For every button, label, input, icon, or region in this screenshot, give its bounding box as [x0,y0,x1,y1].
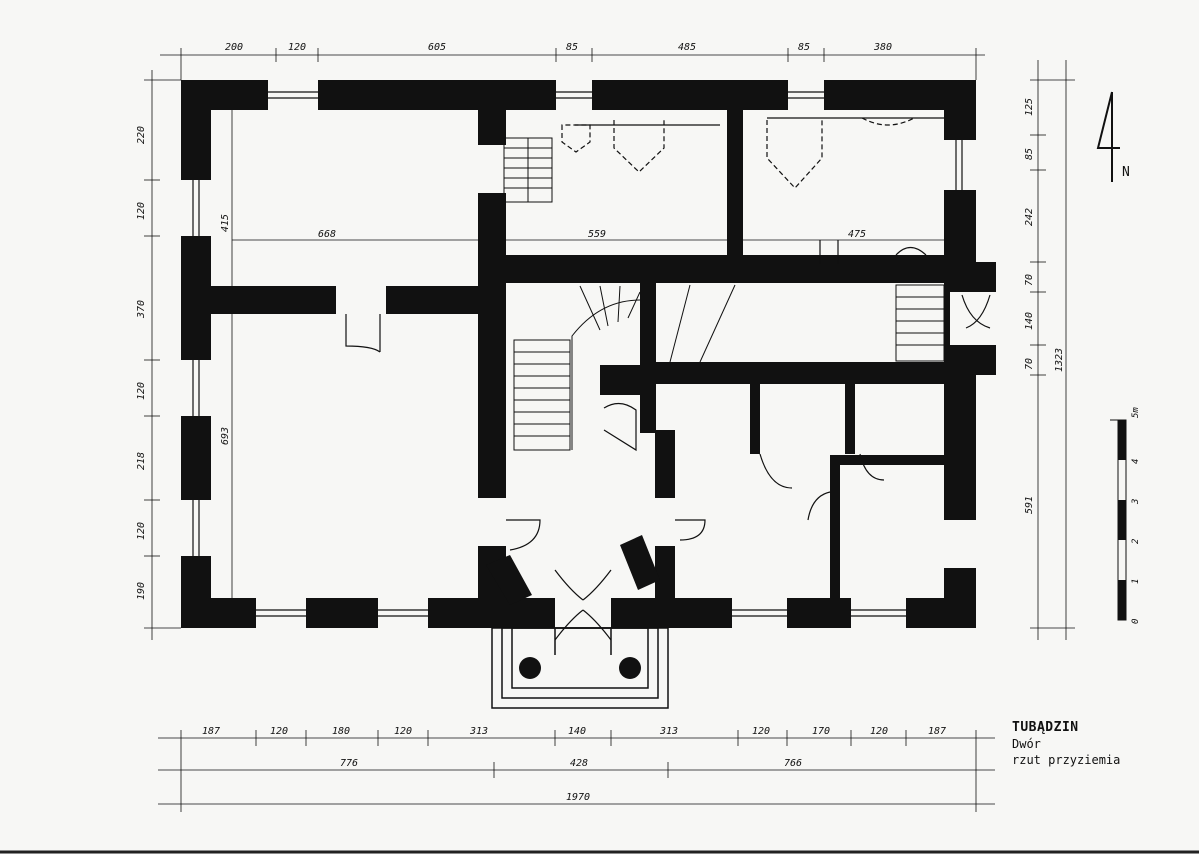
porch-columns [519,657,641,679]
room-dims: 668 559 475 693 415 [220,214,866,445]
doors [345,240,991,641]
dim-left-7: 190 [136,582,147,600]
dim-bottom1-10: 187 [928,726,946,737]
dim-top-6: 380 [873,42,892,53]
dim-right-1: 85 [1024,148,1035,160]
title-block: TUBĄDZIN Dwór rzut przyziemia [1012,720,1120,767]
staircase [503,137,945,451]
dim-bottom2-1: 428 [570,758,588,769]
bottom-dims: 187 120 180 120 313 140 313 120 170 120 … [202,726,946,803]
scale-tick-3: 3 [1131,499,1141,505]
dim-bottom1-8: 170 [812,726,830,737]
dim-right-6: 591 [1024,496,1035,514]
dim-left-6: 120 [136,522,147,540]
dim-right-5: 70 [1024,358,1035,370]
dim-room-top-left: 668 [318,229,336,240]
dim-right-4: 140 [1024,312,1035,330]
dim-top-1: 120 [288,42,306,53]
dim-room-left-height: 693 [220,427,231,445]
title-drawing: rzut przyziemia [1012,753,1121,767]
inner-dim-lines [231,110,944,598]
left-dim-line [144,70,181,640]
scale-tick-1: 1 [1131,579,1141,584]
north-arrow-icon [1096,91,1120,182]
dim-room-top-mid: 559 [588,229,606,240]
dim-bottom1-7: 120 [752,726,770,737]
right-dims: 125 85 242 70 140 70 591 1323 [1024,98,1065,514]
porch [491,627,669,709]
dim-bottom1-0: 187 [202,726,220,737]
dim-bottom1-9: 120 [870,726,888,737]
dim-right-3: 70 [1024,274,1035,286]
dim-bottom1-1: 120 [270,726,288,737]
bottom-dim-lines [158,730,995,812]
dim-top-5: 85 [798,42,810,53]
dim-bottom1-2: 180 [332,726,350,737]
dim-bottom-total: 1970 [566,792,590,803]
title-building: Dwór [1012,737,1041,751]
dim-right-total: 1323 [1054,348,1065,372]
dim-left-3: 370 [136,300,147,319]
left-dims: 220 120 370 120 218 120 190 [136,126,147,600]
title-place: TUBĄDZIN [1012,720,1079,735]
dim-bottom1-5: 140 [568,726,586,737]
dim-bottom2-2: 766 [784,758,802,769]
dim-bottom1-4: 313 [469,726,488,737]
scale-bar [1110,419,1127,621]
dim-bottom1-6: 313 [659,726,678,737]
dim-room-top-right: 475 [848,229,866,240]
dim-bottom1-3: 120 [394,726,412,737]
dim-bottom2-0: 776 [340,758,358,769]
dim-top-4: 485 [678,42,696,53]
hall-door-leaves [486,535,660,605]
scale-ticks: 5m 0 1 2 3 4 [1131,407,1141,624]
stoves [561,117,944,189]
dim-left-0: 220 [136,126,147,144]
right-dim-lines [1030,60,1075,640]
dim-top-2: 605 [428,42,446,53]
dim-right-2: 242 [1024,208,1035,226]
dim-top-3: 85 [566,42,578,53]
openings [181,80,996,628]
scale-tick-4: 4 [1131,459,1141,464]
scale-tick-2: 2 [1131,539,1141,544]
dim-left-4: 120 [136,382,147,400]
top-dim-line [160,48,985,80]
scale-tick-0: 0 [1131,619,1141,624]
top-dims: 200 120 605 85 485 85 380 [225,42,892,53]
dim-left-1: 120 [136,202,147,220]
scale-unit-label: 5m [1131,407,1141,418]
dim-left-5: 218 [136,452,147,470]
dim-left-2: 415 [220,214,231,232]
dim-top-0: 200 [225,42,243,53]
window-lines [192,91,963,617]
north-label: N [1122,165,1130,180]
dim-right-0: 125 [1024,98,1035,116]
